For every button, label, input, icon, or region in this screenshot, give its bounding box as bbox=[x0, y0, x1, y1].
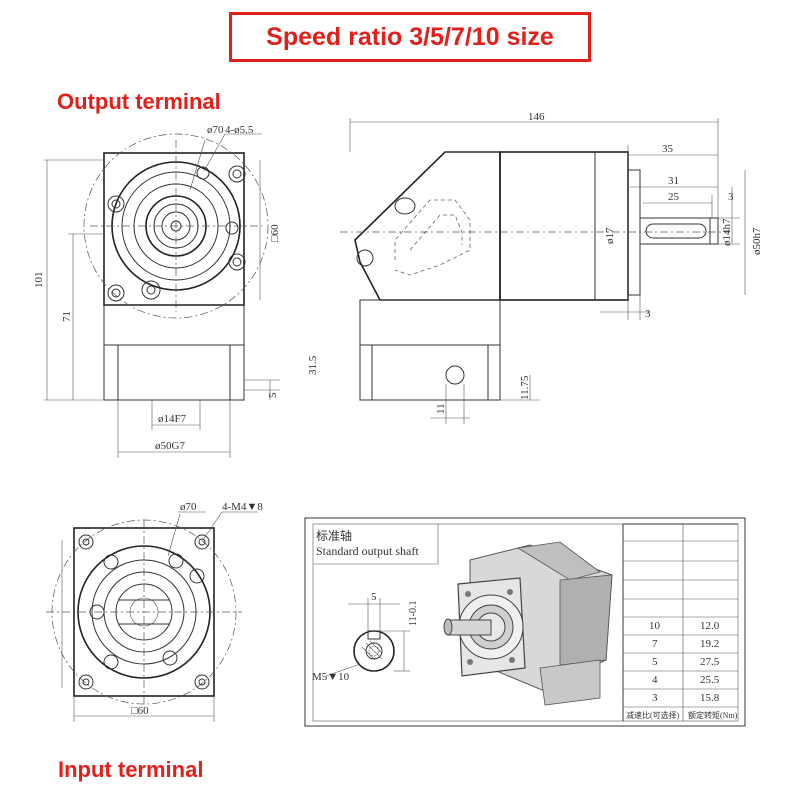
gearbox-illustration bbox=[443, 541, 613, 706]
input-terminal-label: Input terminal bbox=[58, 757, 204, 782]
ratio-row-1-torque: 12.0 bbox=[700, 620, 720, 632]
output-terminal-label: Output terminal bbox=[57, 89, 221, 114]
shaft-key bbox=[645, 223, 707, 239]
side-hole bbox=[394, 197, 416, 215]
shaft-title-cn: 标准轴 bbox=[316, 528, 352, 543]
dim-l11-75: 11.75 bbox=[519, 375, 531, 400]
torque-header: 额定转矩(Nm) bbox=[688, 710, 738, 720]
detail-frame bbox=[304, 517, 746, 727]
mounting-holes bbox=[107, 165, 246, 302]
dim-l35: 35 bbox=[662, 143, 674, 155]
page-title: Speed ratio 3/5/7/10 size bbox=[266, 22, 554, 51]
angle-head bbox=[354, 151, 501, 301]
side-housing-upper bbox=[359, 299, 501, 346]
housing-recess bbox=[117, 344, 231, 401]
dim-l3b: 3 bbox=[645, 308, 651, 320]
ratio-row-5-ratio: 3 bbox=[652, 692, 658, 704]
dim-square-top: □60 bbox=[269, 224, 281, 242]
ratio-row-2-torque: 19.2 bbox=[700, 638, 719, 650]
housing-lower bbox=[103, 344, 245, 401]
ratio-row-1-ratio: 10 bbox=[649, 620, 661, 632]
ratio-row-3-ratio: 5 bbox=[652, 656, 658, 668]
side-view: 146 35 31 25 3 ø17 ø14h7 ø50h7 3 11 11.7… bbox=[340, 111, 763, 424]
ratio-header: 减速比(可选择) bbox=[626, 710, 680, 720]
shaft-cross-section: 5 11-0.1 M5▼10 bbox=[312, 591, 419, 683]
output-front-view: ø70 4-ø5.5 □60 101 71 31.5 5 ø14F7 ø50G7 bbox=[33, 124, 319, 458]
dim-holes-top: 4-ø5.5 bbox=[225, 124, 254, 136]
input-view: ø70 4-M4▼8 □60 bbox=[46, 501, 263, 722]
dim-d14h7: ø14h7 bbox=[721, 218, 733, 246]
dim-h31-5: 31.5 bbox=[307, 355, 319, 375]
side-port bbox=[445, 365, 465, 385]
dim-l31: 31 bbox=[668, 175, 679, 187]
input-dim-holes: 4-M4▼8 bbox=[222, 501, 263, 513]
dim-l146: 146 bbox=[528, 111, 545, 123]
flange-square bbox=[103, 152, 245, 306]
gearbox-body bbox=[499, 151, 629, 301]
ratio-row-4-torque: 25.5 bbox=[700, 674, 720, 686]
side-housing-lower bbox=[359, 344, 501, 401]
shaft-detail-box: 标准轴 Standard output shaft 5 11-0.1 M5▼10 bbox=[304, 517, 746, 727]
dim-l3a: 3 bbox=[728, 191, 734, 203]
dim-h71: 71 bbox=[61, 311, 73, 322]
dim-l25: 25 bbox=[668, 191, 680, 203]
dim-d17: ø17 bbox=[604, 227, 616, 244]
shaft-dim-5: 5 bbox=[371, 591, 377, 603]
ratio-table: 10 12.0 7 19.2 5 27.5 4 25.5 3 15.8 减速比(… bbox=[623, 523, 738, 721]
shaft-title-en: Standard output shaft bbox=[316, 544, 419, 558]
output-flange bbox=[627, 169, 641, 296]
dim-d70-top: ø70 bbox=[207, 124, 224, 136]
input-dim-square: □60 bbox=[131, 705, 149, 717]
pcd-circle bbox=[83, 133, 269, 319]
ratio-row-4-ratio: 4 bbox=[652, 674, 658, 686]
ratio-row-2-ratio: 7 bbox=[652, 638, 658, 650]
dim-d14f7: ø14F7 bbox=[158, 413, 187, 425]
ratio-row-3-torque: 27.5 bbox=[700, 656, 720, 668]
dim-l11: 11 bbox=[435, 403, 447, 414]
shaft-dim-11: 11-0.1 bbox=[408, 601, 419, 626]
title-box: Speed ratio 3/5/7/10 size bbox=[229, 12, 591, 62]
ratio-row-5-torque: 15.8 bbox=[700, 692, 720, 704]
input-dim-d70: ø70 bbox=[180, 501, 197, 513]
dim-d50h7: ø50h7 bbox=[751, 227, 763, 255]
shaft-thread: M5▼10 bbox=[312, 671, 350, 683]
dim-h101: 101 bbox=[33, 272, 45, 289]
dim-d50g7: ø50G7 bbox=[155, 440, 185, 452]
dim-d5: 5 bbox=[267, 392, 279, 398]
input-mounting-holes bbox=[78, 534, 210, 690]
housing-upper bbox=[103, 304, 245, 346]
